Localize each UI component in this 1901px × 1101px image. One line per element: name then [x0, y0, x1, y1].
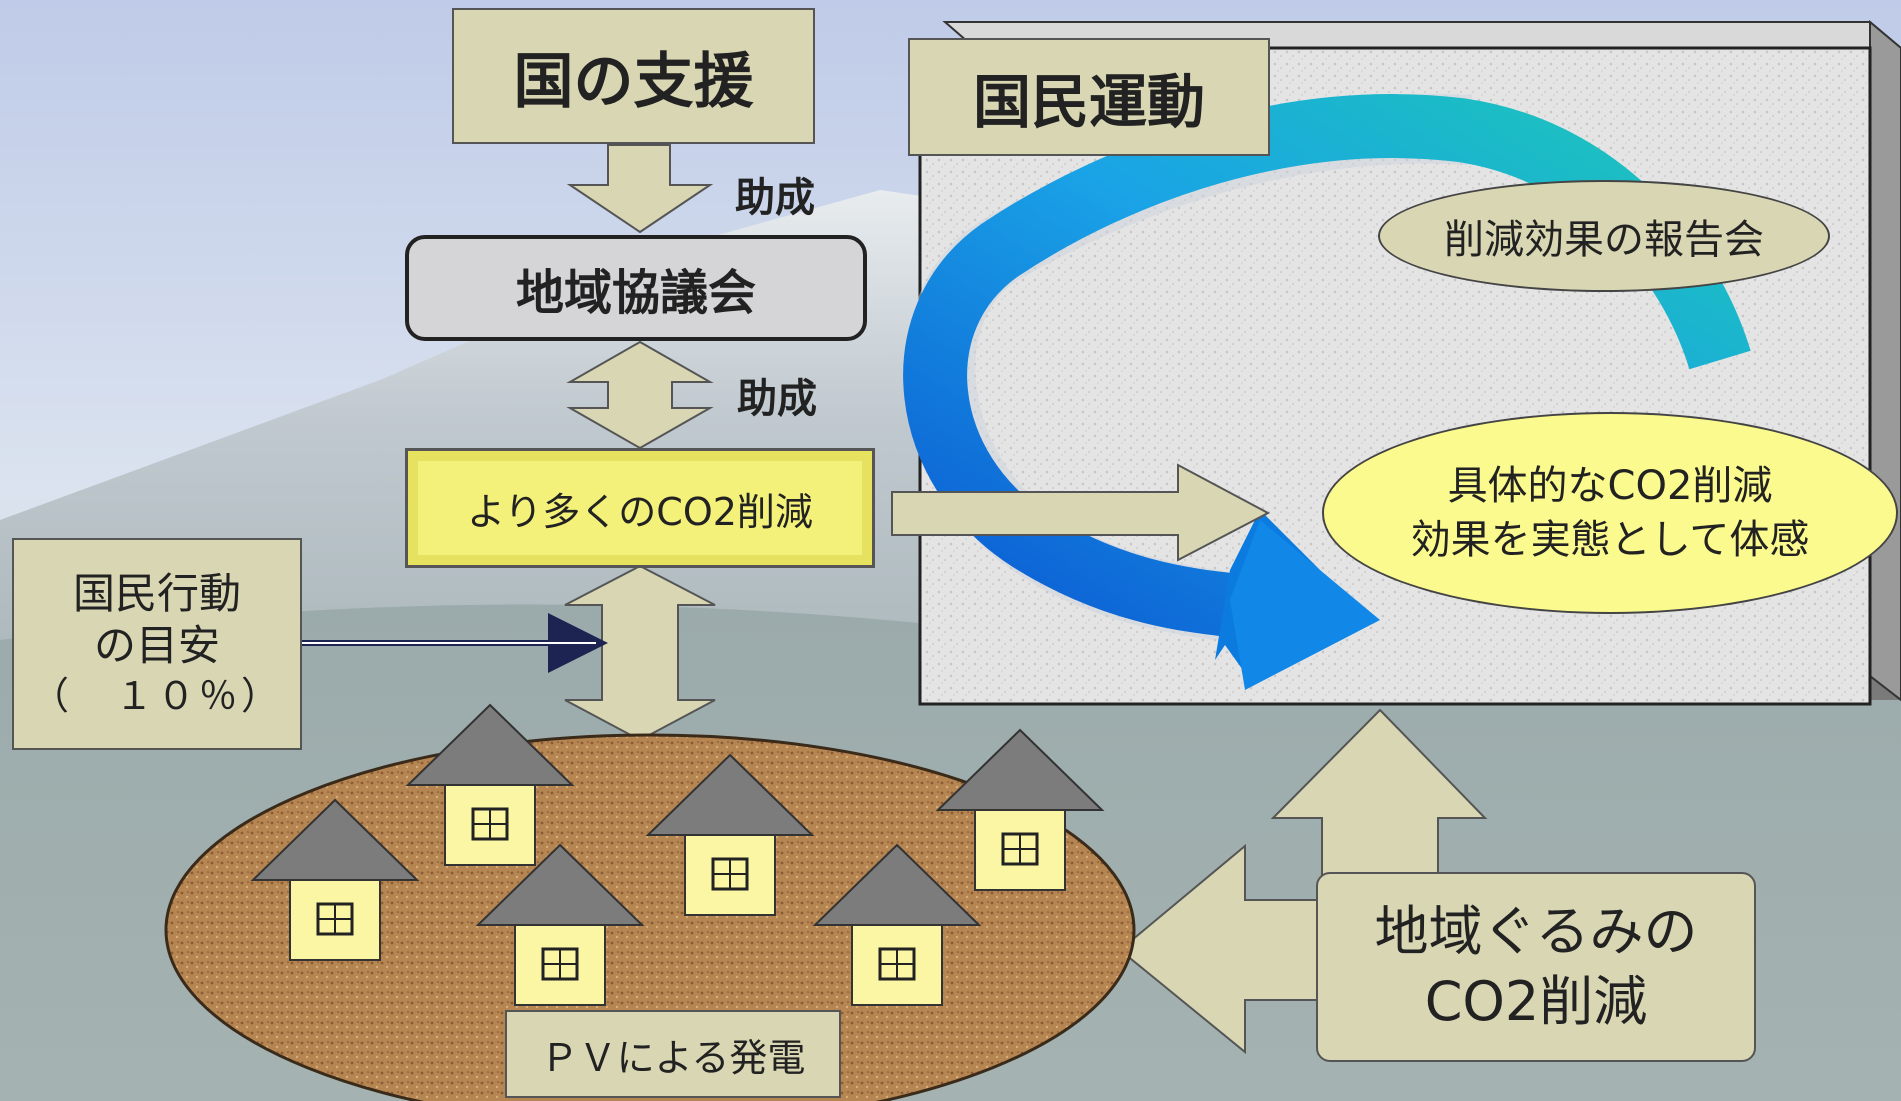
action-guide-box: 国民行動 の目安 （ １０％）: [12, 538, 302, 750]
report-meeting-text: 削減効果の報告会: [1444, 217, 1764, 263]
pv-generation-text: ＰＶによる発電: [540, 1035, 806, 1080]
national-support-box: 国の支援: [452, 8, 815, 144]
experience-line1: 具体的なCO2削減: [1447, 463, 1773, 509]
houses-group: [250, 703, 1105, 1006]
house-icon: [645, 753, 815, 916]
house-icon: [935, 728, 1105, 891]
national-movement-title-box: 国民運動: [908, 38, 1270, 156]
house-icon: [475, 843, 645, 1006]
community-line1: 地域ぐるみの: [1374, 899, 1698, 963]
arrow-reduction-to-panel: [891, 463, 1271, 562]
action-guide-line1: 国民行動: [72, 568, 241, 618]
house-icon: [812, 843, 982, 1006]
house-icon: [405, 703, 575, 866]
report-meeting-ellipse: 削減効果の報告会: [1378, 180, 1830, 292]
more-reduction-text: より多くのCO2削減: [467, 489, 813, 534]
action-guide-line3: （ １０％）: [30, 673, 283, 718]
house-icon: [250, 798, 420, 961]
pv-generation-box: ＰＶによる発電: [505, 1010, 841, 1098]
more-reduction-box: より多くのCO2削減: [405, 448, 875, 568]
arrow-support-to-council: [566, 144, 714, 234]
national-support-text: 国の支援: [513, 46, 754, 117]
subsidy-label-2: 助成: [737, 376, 817, 422]
experience-ellipse: 具体的なCO2削減 効果を実態として体感: [1322, 412, 1898, 614]
action-guide-line2: の目安: [93, 621, 220, 671]
community-reduction-box: 地域ぐるみの CO2削減: [1316, 872, 1756, 1062]
national-movement-text: 国民運動: [972, 68, 1205, 136]
subsidy-label-1: 助成: [735, 175, 815, 221]
soil-ellipse: [164, 733, 1136, 1101]
regional-council-box: 地域協議会: [405, 235, 867, 341]
regional-council-text: 地域協議会: [515, 265, 756, 321]
experience-line2: 効果を実態として体感: [1410, 517, 1810, 563]
community-line2: CO2削減: [1424, 970, 1648, 1033]
